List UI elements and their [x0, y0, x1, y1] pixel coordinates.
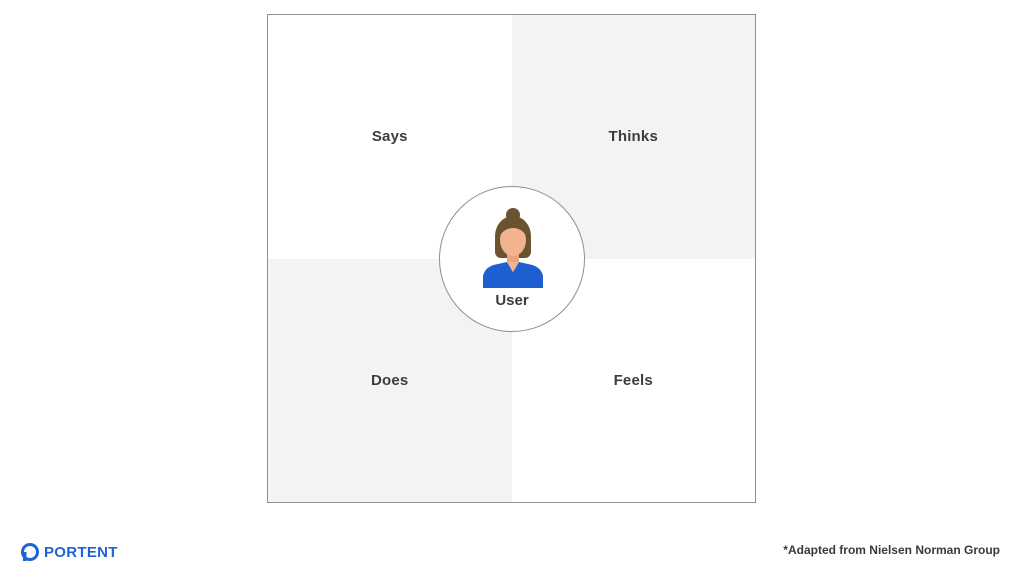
quadrant-label-does: Does	[371, 371, 409, 389]
logo-text: PORTENT	[44, 543, 118, 561]
empathy-map: Says Thinks Does Feels User	[267, 14, 756, 503]
quadrant-label-says: Says	[371, 128, 408, 146]
credit-note: *Adapted from Nielsen Norman Group	[783, 543, 1000, 557]
user-circle: User	[439, 186, 585, 332]
quadrant-label-thinks: Thinks	[608, 128, 659, 146]
user-label: User	[495, 292, 529, 309]
portent-logo: PORTENT	[20, 542, 118, 562]
portent-logo-icon	[21, 543, 39, 561]
quadrant-label-feels: Feels	[613, 371, 653, 389]
user-avatar-icon	[483, 208, 543, 288]
